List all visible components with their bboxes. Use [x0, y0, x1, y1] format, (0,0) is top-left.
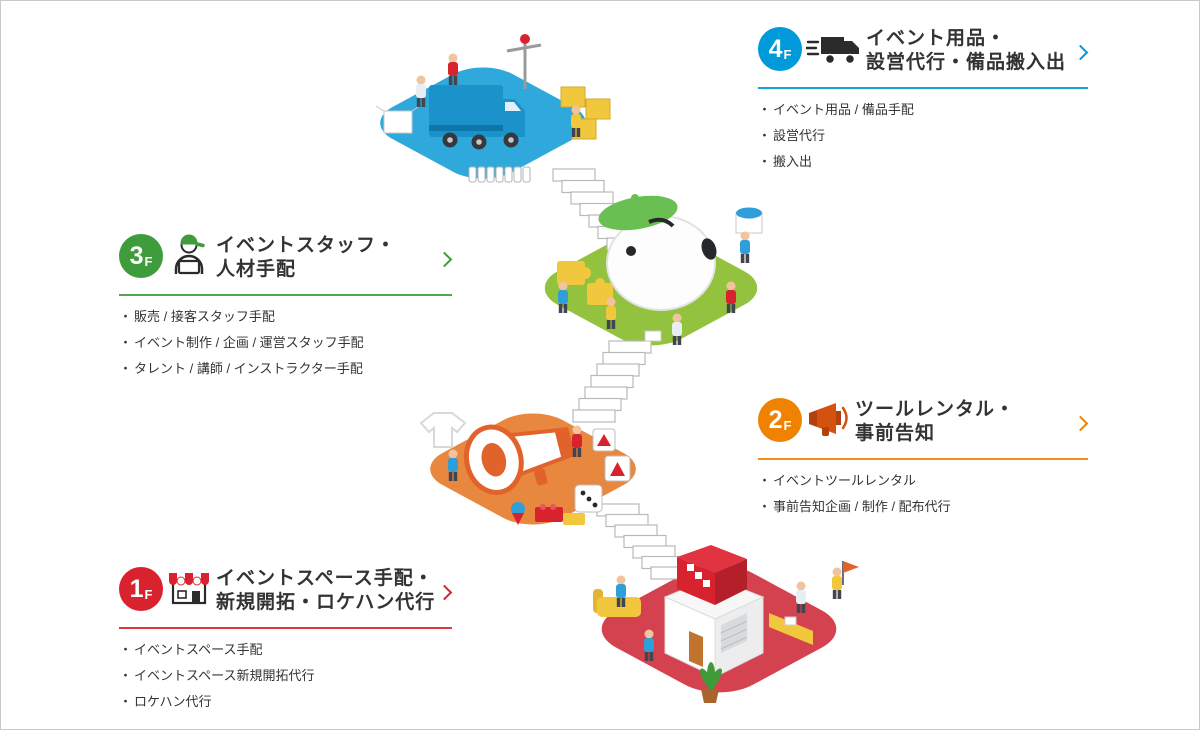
floor-4f-divider	[758, 87, 1088, 89]
floor-1f-divider	[119, 627, 452, 629]
floor-2f-divider	[758, 458, 1088, 460]
list-item: 搬入出	[758, 149, 1088, 175]
list-item: 設営代行	[758, 123, 1088, 149]
floor1-scene	[593, 545, 859, 703]
floor-2f-service-list: イベントツールレンタル 事前告知企画 / 制作 / 配布代行	[758, 468, 1088, 520]
badge-suffix: F	[783, 417, 792, 433]
floor-3f-divider	[119, 294, 452, 296]
floor-3f-service-list: 販売 / 接客スタッフ手配 イベント制作 / 企画 / 運営スタッフ手配 タレン…	[119, 304, 452, 382]
staff-icon	[167, 232, 211, 281]
chevron-right-icon	[436, 584, 453, 601]
list-item: イベント制作 / 企画 / 運営スタッフ手配	[119, 330, 452, 356]
badge-suffix: F	[144, 253, 153, 269]
list-item: 販売 / 接客スタッフ手配	[119, 304, 452, 330]
badge-suffix: F	[144, 586, 153, 602]
chevron-right-icon	[1072, 415, 1089, 432]
badge-number: 4	[768, 34, 783, 63]
list-item: タレント / 講師 / インストラクター手配	[119, 356, 452, 382]
chevron-right-icon	[436, 251, 453, 268]
list-item: イベントツールレンタル	[758, 468, 1088, 494]
floor-section-3f: 3F イベントスタッフ・ 人材手配 販売 / 接客スタッフ手配 イベント制作 /…	[119, 232, 453, 382]
chevron-right-icon	[1072, 44, 1089, 61]
badge-number: 3	[129, 241, 144, 270]
list-item: イベント用品 / 備品手配	[758, 97, 1088, 123]
list-item: ロケハン代行	[119, 689, 452, 715]
floor-4f-title: イベント用品・ 設営代行・備品搬入出	[866, 28, 1067, 73]
list-item: イベントスペース手配	[119, 637, 452, 663]
badge-suffix: F	[783, 46, 792, 62]
floor-1f-service-list: イベントスペース手配 イベントスペース新規開拓代行 ロケハン代行	[119, 637, 452, 715]
megaphone-icon	[806, 400, 850, 443]
badge-number: 2	[768, 405, 783, 434]
list-item: 事前告知企画 / 制作 / 配布代行	[758, 494, 1088, 520]
list-item: イベントスペース新規開拓代行	[119, 663, 452, 689]
storefront-icon	[165, 565, 213, 612]
floor-section-4f: 4F イベント用品・ 設営代行・備品搬入出 イベ	[758, 27, 1089, 175]
floor4-scene	[375, 34, 611, 183]
floor-3f-title: イベントスタッフ・ 人材手配	[216, 235, 397, 280]
floor-section-2f: 2F ツールレンタル・ 事前告知 イベントツールレンタル 事前告知企画 / 制作…	[758, 398, 1089, 520]
badge-number: 1	[129, 574, 144, 603]
stairs-3f-2f	[572, 340, 652, 423]
delivery-truck-icon	[804, 29, 862, 74]
floor3-scene	[557, 194, 763, 345]
floor-1f-title: イベントスペース手配・ 新規開拓・ロケハン代行	[216, 568, 436, 613]
floor-2f-title: ツールレンタル・ 事前告知	[855, 399, 1016, 444]
floor-4f-service-list: イベント用品 / 備品手配 設営代行 搬入出	[758, 97, 1088, 175]
floor2-scene	[419, 412, 631, 525]
